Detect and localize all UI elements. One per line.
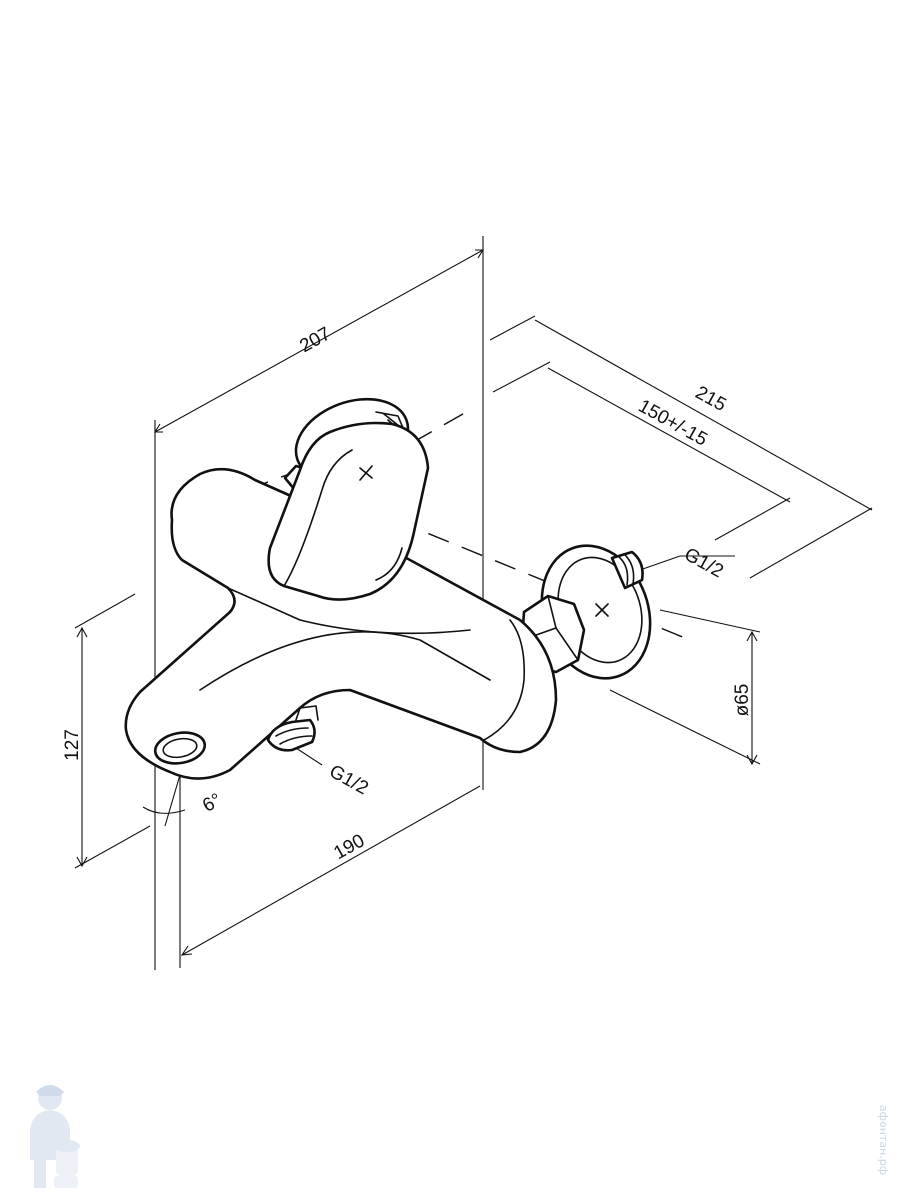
dim-127: 127 — [62, 729, 83, 761]
rosette-center-mark-2 — [595, 603, 609, 617]
dim-190: 190 — [330, 830, 368, 864]
dimension-lines — [74, 236, 873, 970]
faucet-handle — [267, 397, 430, 601]
watermark-text: aфонтан.рф — [877, 1105, 890, 1175]
dim-g12-outlet: G1/2 — [681, 544, 727, 582]
faucet-body — [124, 464, 652, 780]
dim-207: 207 — [296, 323, 334, 357]
dim-g12-spout: G1/2 — [326, 761, 372, 799]
dim-angle-6: 6° — [199, 790, 225, 817]
watermark-logo — [30, 1085, 80, 1188]
dim-diameter-65: ø65 — [732, 684, 753, 717]
